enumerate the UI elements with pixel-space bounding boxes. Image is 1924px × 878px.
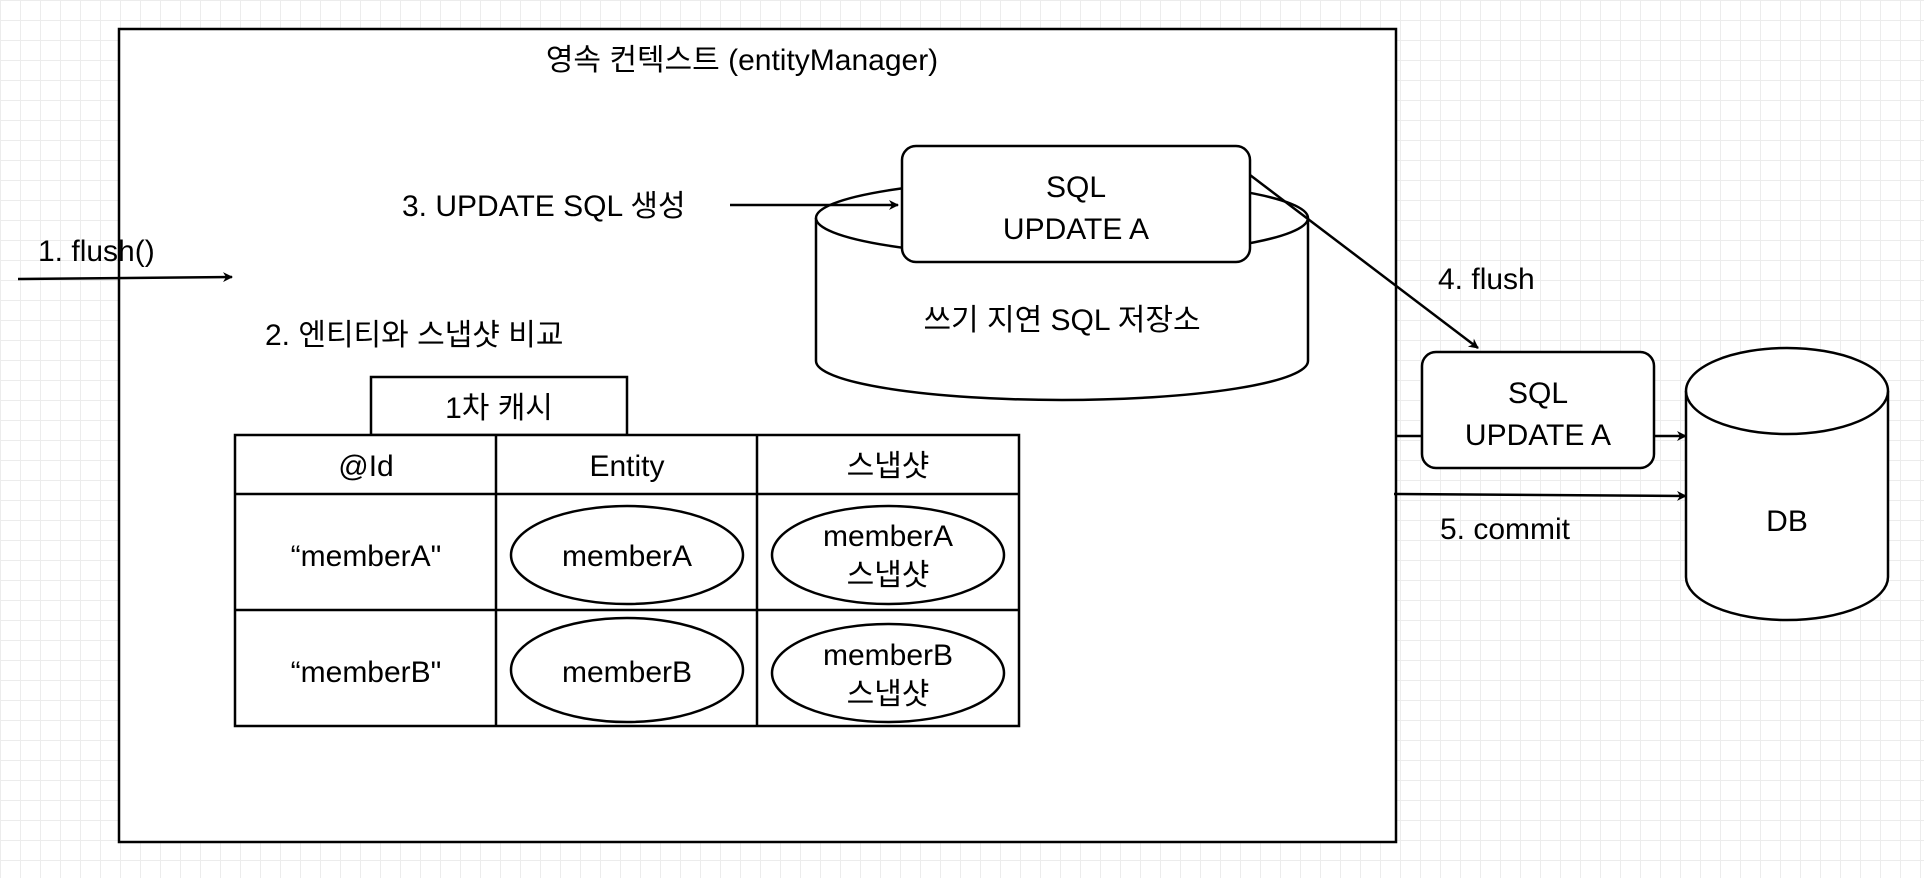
cache-row-b-snapshot-line2: 스냅샷 [847, 678, 930, 711]
outgoing-sql-query: SQL UPDATE A [1420, 350, 1656, 470]
outgoing-sql-line2: UPDATE A [1465, 419, 1611, 452]
cache-header-entity: Entity [589, 450, 664, 483]
cache-row-a-id: “memberA" [291, 540, 442, 573]
commit-arrow [1393, 490, 1687, 501]
outgoing-sql-line1: SQL [1508, 377, 1568, 410]
write-behind-store-label: 쓰기 지연 SQL 저장소 [923, 304, 1200, 337]
cache-tab [369, 375, 629, 437]
compare-step-label: 2. 엔티티와 스냅샷 비교 [265, 319, 563, 352]
flush-step-label: 4. flush [1438, 263, 1535, 296]
flush-arrow [1249, 174, 1479, 349]
persistence-context-title: 영속 컨텍스트 (entityManager) [546, 44, 938, 77]
stored-sql-query: SQL UPDATE A [900, 144, 1252, 264]
snapshot-ellipse-a [770, 504, 1006, 606]
database-cylinder: DB [1684, 346, 1890, 622]
stored-sql-line2: UPDATE A [1003, 213, 1149, 246]
flush-call-arrow [17, 272, 233, 283]
database-label: DB [1766, 505, 1808, 538]
cache-tab-label: 1차 캐시 [445, 392, 553, 425]
entity-ellipse-a [509, 504, 745, 606]
snapshot-ellipse-b [770, 622, 1006, 724]
cache-row-a-snapshot-line2: 스냅샷 [847, 559, 930, 592]
first-level-cache: 1차 캐시 @Id Entity 스냅샷 “memberA" memberA m… [233, 375, 1021, 728]
cache-header-snapshot: 스냅샷 [847, 450, 930, 483]
stored-sql-line1: SQL [1046, 171, 1106, 204]
generate-step-label: 3. UPDATE SQL 생성 [402, 190, 686, 223]
cache-row-b-entity: memberB [562, 656, 692, 689]
cache-header-id: @Id [338, 450, 393, 483]
cache-row-a-entity: memberA [562, 540, 692, 573]
cache-row-a-snapshot-line1: memberA [823, 520, 953, 553]
flush-call-label: 1. flush() [38, 235, 155, 268]
cache-row-b-snapshot-line1: memberB [823, 639, 953, 672]
cache-row-b-id: “memberB" [291, 656, 442, 689]
entity-ellipse-b [509, 616, 745, 724]
commit-step-label: 5. commit [1440, 513, 1571, 546]
